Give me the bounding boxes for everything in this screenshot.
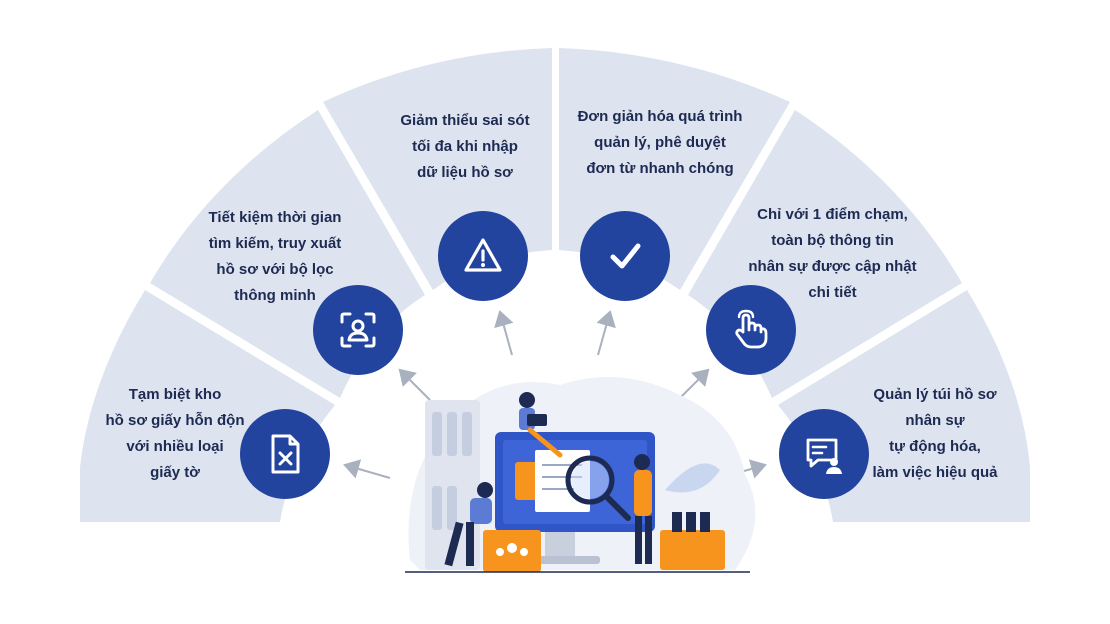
benefit-caption-6: Quản lý túi hồ sơ nhân sự tự động hóa, l… bbox=[855, 382, 1015, 486]
benefit-icon-3 bbox=[438, 211, 528, 301]
benefit-5-line-3: nhân sự được cập nhật bbox=[748, 258, 917, 275]
arrow-3 bbox=[494, 310, 514, 356]
benefit-6-line-1: Quản lý túi hồ sơ bbox=[873, 386, 997, 403]
arrow-2 bbox=[398, 368, 431, 401]
arrow-5 bbox=[677, 368, 710, 401]
benefit-icon-4 bbox=[580, 211, 670, 301]
benefit-caption-5: Chỉ với 1 điểm chạm, toàn bộ thông tin n… bbox=[740, 202, 925, 306]
benefit-6-line-4: làm việc hiệu quả bbox=[872, 464, 998, 481]
profile-scan-icon bbox=[340, 312, 376, 348]
benefit-2-line-4: thông minh bbox=[234, 287, 316, 304]
office-illustration bbox=[405, 377, 756, 573]
benefit-icon-5 bbox=[706, 285, 796, 375]
benefit-caption-1: Tạm biệt kho hồ sơ giấy hỗn độn với nhiề… bbox=[100, 382, 250, 486]
benefit-icon-1 bbox=[240, 409, 330, 499]
benefit-1-line-3: với nhiều loại bbox=[126, 438, 224, 455]
benefit-icon-6 bbox=[779, 409, 869, 499]
benefit-3-line-3: dữ liệu hồ sơ bbox=[417, 164, 513, 181]
benefit-caption-2: Tiết kiệm thời gian tìm kiếm, truy xuất … bbox=[195, 205, 355, 309]
warning-icon bbox=[464, 238, 502, 272]
benefit-6-line-2: nhân sự bbox=[905, 412, 965, 429]
benefit-caption-4: Đơn giản hóa quá trình quản lý, phê duyệ… bbox=[565, 104, 755, 182]
arrow-1 bbox=[343, 459, 391, 479]
arrow-4 bbox=[596, 310, 616, 356]
benefit-2-line-1: Tiết kiệm thời gian bbox=[208, 209, 342, 226]
benefit-1-line-1: Tạm biệt kho bbox=[128, 386, 222, 403]
benefit-6-line-3: tự động hóa, bbox=[889, 438, 981, 455]
benefit-5-line-2: toàn bộ thông tin bbox=[771, 232, 894, 249]
benefit-4-line-2: quản lý, phê duyệt bbox=[594, 134, 726, 151]
benefit-1-line-2: hồ sơ giấy hỗn độn bbox=[105, 412, 245, 429]
benefit-1-line-4: giấy tờ bbox=[150, 464, 200, 481]
benefit-2-line-2: tìm kiếm, truy xuất bbox=[208, 235, 342, 252]
benefit-icon-2 bbox=[313, 285, 403, 375]
benefit-caption-3: Giảm thiểu sai sót tối đa khi nhập dữ li… bbox=[385, 108, 545, 186]
chat-person-icon bbox=[806, 438, 842, 474]
touch-hand-icon bbox=[735, 309, 768, 349]
checkmark-icon bbox=[610, 243, 641, 269]
file-x-icon bbox=[271, 434, 300, 474]
benefit-4-line-3: đơn từ nhanh chóng bbox=[586, 160, 734, 177]
benefit-2-line-3: hồ sơ với bộ lọc bbox=[216, 261, 334, 278]
benefit-3-line-1: Giảm thiểu sai sót bbox=[400, 112, 530, 129]
benefit-4-line-1: Đơn giản hóa quá trình bbox=[577, 108, 743, 125]
benefit-5-line-4: chi tiết bbox=[808, 284, 857, 301]
benefit-5-line-1: Chỉ với 1 điểm chạm, bbox=[757, 206, 908, 223]
benefit-3-line-2: tối đa khi nhập bbox=[412, 138, 518, 155]
